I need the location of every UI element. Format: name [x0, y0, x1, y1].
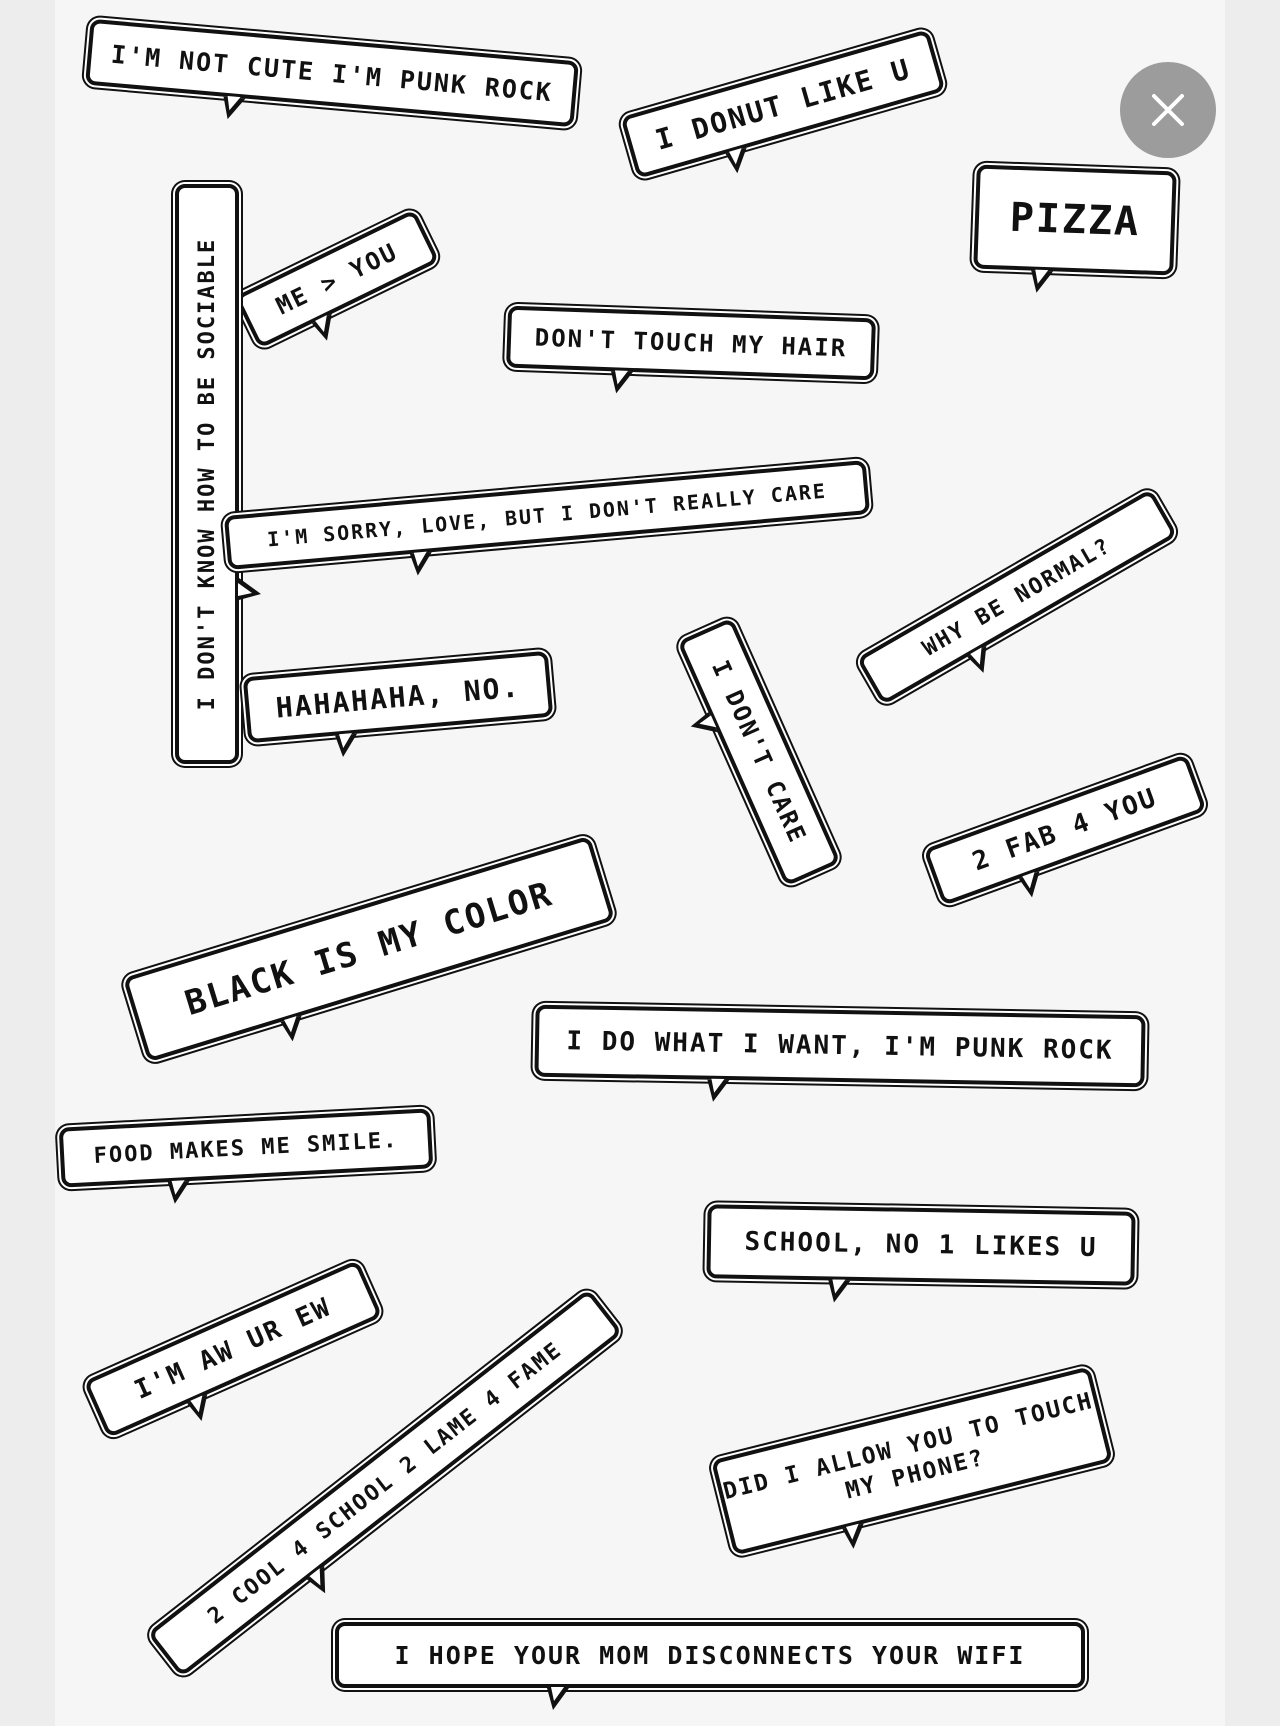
speech-bubble: SCHOOL, NO 1 LIKES U	[706, 1204, 1136, 1286]
speech-bubble: I'M AW UR EW	[83, 1259, 383, 1439]
speech-bubble: I DONUT LIKE U	[620, 29, 946, 179]
speech-bubble: 2 FAB 4 YOU	[923, 753, 1207, 907]
speech-bubble: I DO WHAT I WANT, I'M PUNK ROCK	[534, 1004, 1146, 1088]
speech-bubble: DON'T TOUCH MY HAIR	[506, 305, 876, 381]
speech-bubble: I DON'T CARE	[677, 617, 841, 887]
speech-bubble: ME > YOU	[234, 209, 440, 349]
sticker-sheet-image: I'M NOT CUTE I'M PUNK ROCK I DONUT LIKE …	[55, 0, 1225, 1726]
close-icon	[1152, 94, 1184, 126]
speech-bubble: DID I ALLOW YOU TO TOUCH MY PHONE?	[710, 1366, 1114, 1556]
speech-bubble: I'M SORRY, LOVE, BUT I DON'T REALLY CARE	[223, 460, 871, 570]
speech-bubble: HAHAHAHA, NO.	[242, 650, 554, 744]
speech-bubble: PIZZA	[973, 164, 1177, 276]
speech-bubble: I'M NOT CUTE I'M PUNK ROCK	[85, 18, 579, 128]
speech-bubble: I DON'T KNOW HOW TO BE SOCIABLE	[175, 184, 239, 764]
speech-bubble: WHY BE NORMAL?	[856, 488, 1178, 706]
speech-bubble: FOOD MAKES ME SMILE.	[58, 1108, 434, 1188]
close-button[interactable]	[1120, 62, 1216, 158]
speech-bubble: I HOPE YOUR MOM DISCONNECTS YOUR WIFI	[335, 1622, 1085, 1710]
